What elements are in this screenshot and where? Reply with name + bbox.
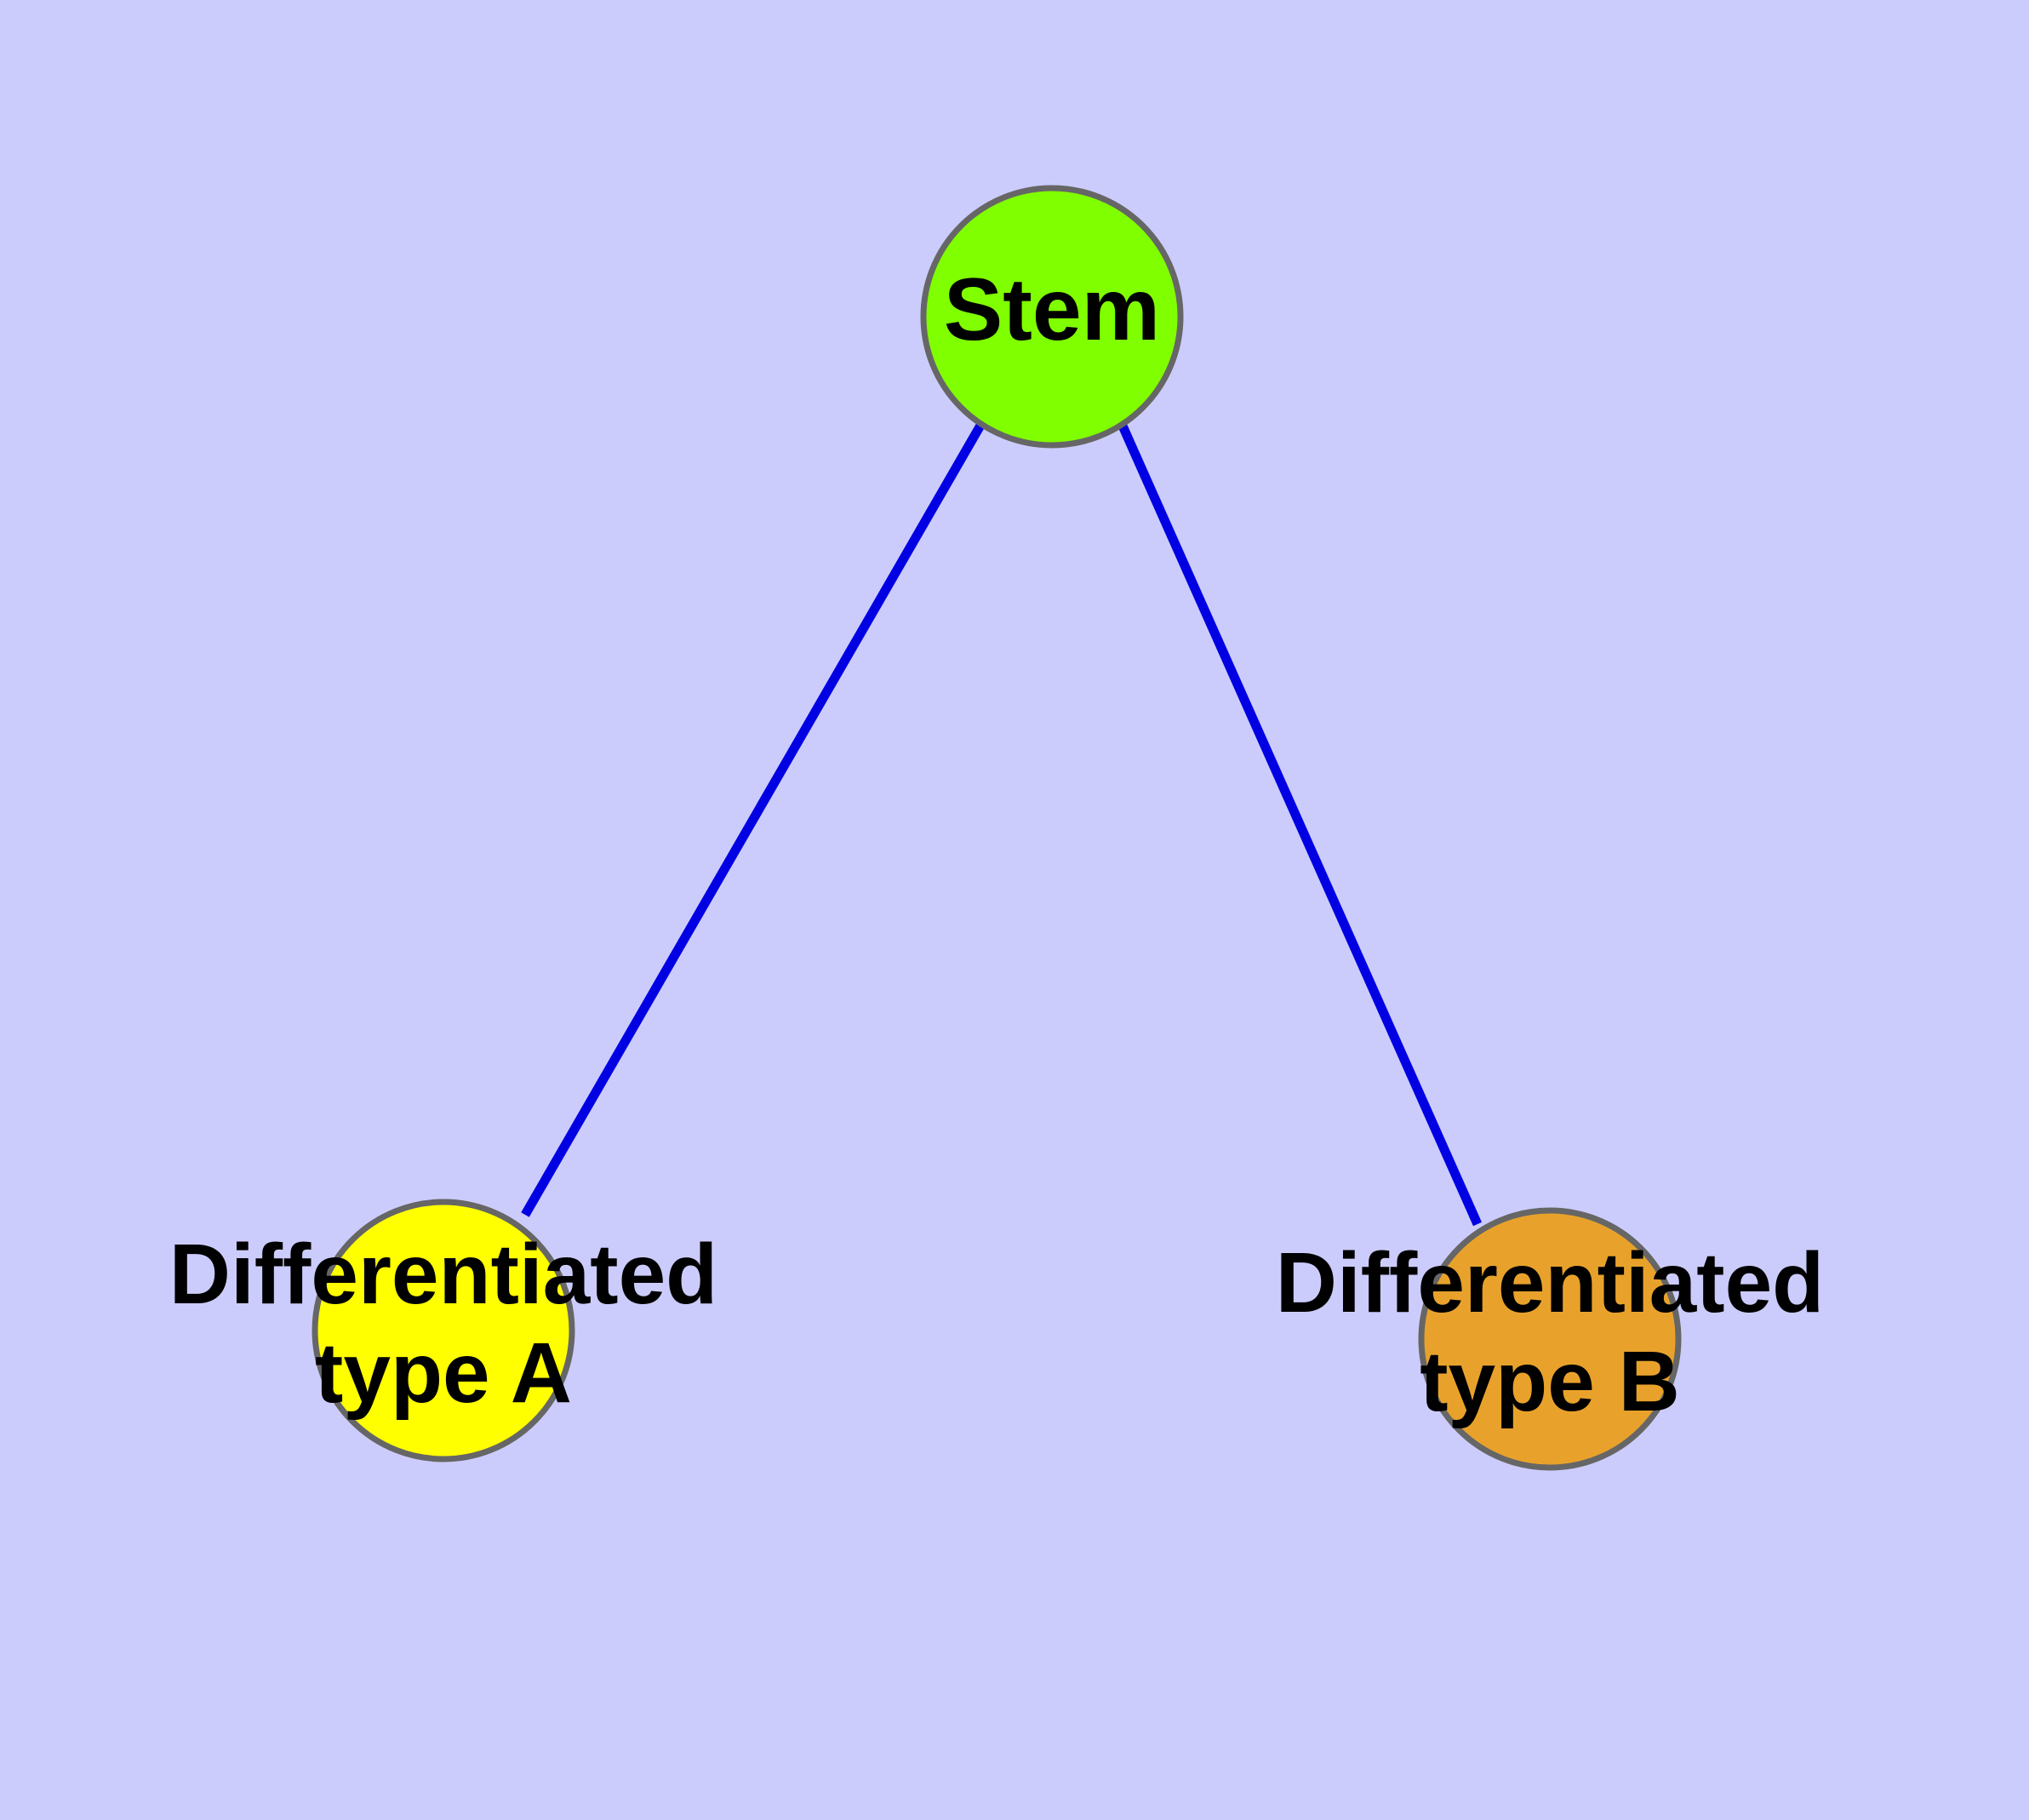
differentiated-type-a-node-circle[interactable] bbox=[311, 1199, 575, 1462]
label-line: type B bbox=[1420, 1334, 1680, 1429]
edge-stem-to-differentiated-type-a[interactable] bbox=[521, 421, 986, 1217]
label-line: Differentiated bbox=[1276, 1235, 1825, 1331]
stem-node-label: Stem bbox=[944, 260, 1160, 359]
node-stem[interactable]: Stem bbox=[920, 185, 1184, 449]
label-line: type A bbox=[315, 1325, 572, 1421]
stem-node-circle[interactable] bbox=[920, 185, 1184, 449]
differentiated-type-b-node-circle[interactable] bbox=[1418, 1207, 1682, 1471]
label-line: Differentiated bbox=[169, 1227, 718, 1322]
label-line: Stem bbox=[944, 260, 1160, 359]
edge-stem-to-differentiated-type-b[interactable] bbox=[1117, 421, 1483, 1227]
edge-group bbox=[521, 421, 1483, 1227]
